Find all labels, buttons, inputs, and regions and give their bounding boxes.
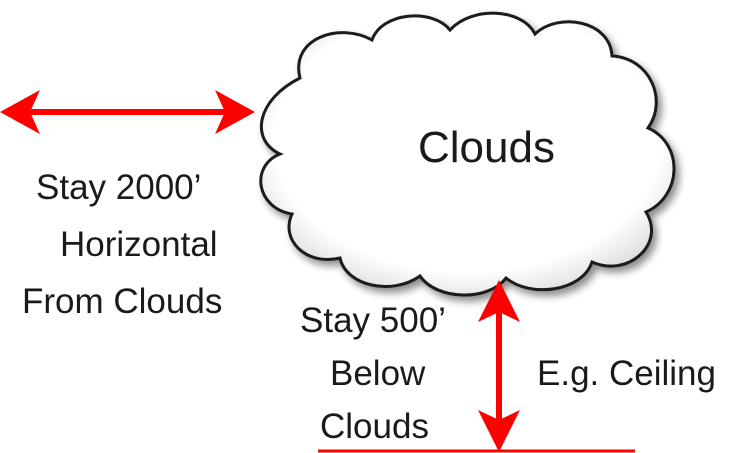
cloud-label: Clouds: [418, 123, 555, 172]
horizontal-clearance-line-2: Horizontal: [60, 225, 218, 264]
below-clearance-line-1: Stay 500’: [300, 301, 446, 340]
vertical-double-arrow-icon: [478, 280, 520, 452]
horizontal-clearance-line-1: Stay 2000’: [36, 168, 202, 207]
horizontal-double-arrow-icon: [0, 90, 255, 134]
ceiling-label: E.g. Ceiling: [537, 354, 716, 393]
below-clearance-line-3: Clouds: [320, 407, 429, 446]
below-clearance-line-2: Below: [330, 354, 426, 393]
horizontal-clearance-line-3: From Clouds: [22, 282, 223, 321]
cloud-shape: [259, 11, 676, 297]
